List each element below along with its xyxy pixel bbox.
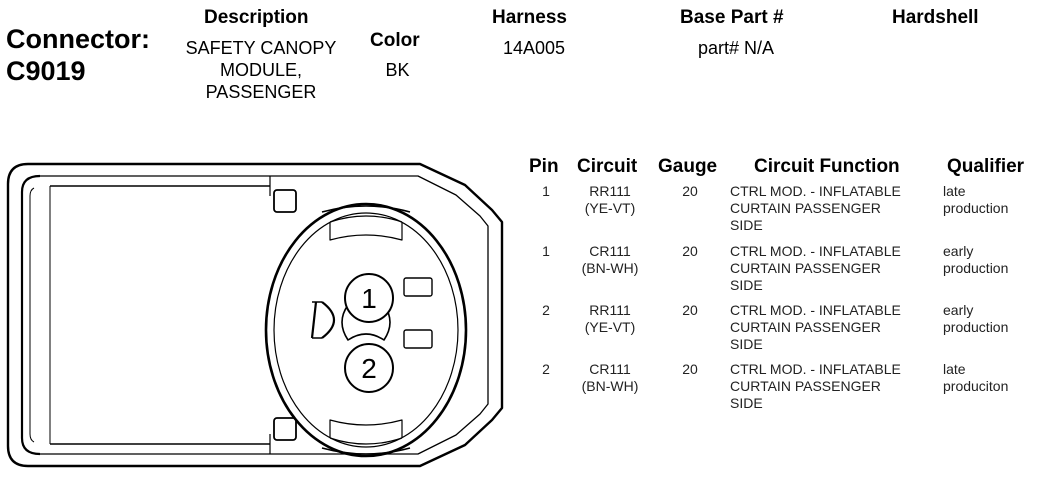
row-1-pin: 1 (542, 183, 550, 199)
description-line: PASSENGER (205, 82, 317, 102)
row-4-gauge: 20 (682, 361, 698, 377)
row-4-pin: 2 (542, 361, 550, 377)
qualifier-line: late (943, 361, 966, 377)
circuit-color: (BN-WH) (581, 260, 639, 276)
row-2-qualifier: early production (943, 243, 1033, 277)
row-3-function: CTRL MOD. - INFLATABLE CURTAIN PASSENGER… (730, 302, 935, 353)
function-line: CURTAIN PASSENGER (730, 260, 881, 276)
connector-face-diagram: 1 2 (6, 162, 504, 468)
description-value: SAFETY CANOPY MODULE, PASSENGER (168, 37, 354, 103)
description-line: MODULE, (219, 60, 302, 80)
pin-1-label: 1 (361, 283, 377, 314)
function-line: CURTAIN PASSENGER (730, 200, 881, 216)
column-header-circuit: Circuit (577, 156, 638, 177)
column-header-pin: Pin (529, 156, 559, 177)
base-part-label: Base Part # (680, 7, 784, 28)
row-4-circuit: CR111 (BN-WH) (570, 361, 650, 395)
function-line: SIDE (730, 217, 763, 233)
row-2-function: CTRL MOD. - INFLATABLE CURTAIN PASSENGER… (730, 243, 935, 294)
qualifier-line: production (943, 319, 1009, 335)
row-3-gauge: 20 (682, 302, 698, 318)
column-header-gauge: Gauge (658, 156, 718, 177)
qualifier-line: early (943, 243, 974, 259)
row-1-qualifier: late production (943, 183, 1033, 217)
function-line: CTRL MOD. - INFLATABLE (730, 361, 901, 377)
circuit-color: (BN-WH) (581, 378, 639, 394)
function-line: SIDE (730, 336, 763, 352)
circuit-code: CR111 (589, 361, 631, 377)
function-line: SIDE (730, 277, 763, 293)
row-4-function: CTRL MOD. - INFLATABLE CURTAIN PASSENGER… (730, 361, 935, 412)
color-value: BK (385, 60, 410, 80)
circuit-code: CR111 (589, 243, 631, 259)
description-label: Description (204, 7, 309, 28)
row-1-gauge: 20 (682, 183, 698, 199)
function-line: CURTAIN PASSENGER (730, 319, 881, 335)
connector-id: C9019 (6, 56, 86, 86)
description-line: SAFETY CANOPY (185, 38, 337, 58)
column-header-circuit-function: Circuit Function (754, 156, 900, 177)
row-1-circuit: RR111 (YE-VT) (570, 183, 650, 217)
row-2-pin: 1 (542, 243, 550, 259)
function-line: CURTAIN PASSENGER (730, 378, 881, 394)
row-3-qualifier: early production (943, 302, 1033, 336)
row-3-pin: 2 (542, 302, 550, 318)
harness-value: 14A005 (502, 38, 566, 58)
connector-label: Connector: (6, 24, 150, 54)
circuit-code: RR111 (589, 302, 631, 318)
qualifier-line: late (943, 183, 966, 199)
circuit-color: (YE-VT) (584, 319, 636, 335)
color-label: Color (370, 30, 420, 51)
qualifier-line: produciton (943, 378, 1009, 394)
row-1-function: CTRL MOD. - INFLATABLE CURTAIN PASSENGER… (730, 183, 935, 234)
row-3-circuit: RR111 (YE-VT) (570, 302, 650, 336)
row-2-circuit: CR111 (BN-WH) (570, 243, 650, 277)
function-line: SIDE (730, 395, 763, 411)
qualifier-line: production (943, 260, 1009, 276)
column-header-qualifier: Qualifier (947, 156, 1025, 177)
base-part-value: part# N/A (697, 38, 775, 58)
function-line: CTRL MOD. - INFLATABLE (730, 183, 901, 199)
qualifier-line: early (943, 302, 974, 318)
qualifier-line: production (943, 200, 1009, 216)
harness-label: Harness (492, 7, 567, 28)
circuit-code: RR111 (589, 183, 631, 199)
circuit-color: (YE-VT) (584, 200, 636, 216)
hardshell-label: Hardshell (892, 7, 979, 28)
row-4-qualifier: late produciton (943, 361, 1033, 395)
row-2-gauge: 20 (682, 243, 698, 259)
function-line: CTRL MOD. - INFLATABLE (730, 302, 901, 318)
function-line: CTRL MOD. - INFLATABLE (730, 243, 901, 259)
pin-2-label: 2 (361, 353, 377, 384)
